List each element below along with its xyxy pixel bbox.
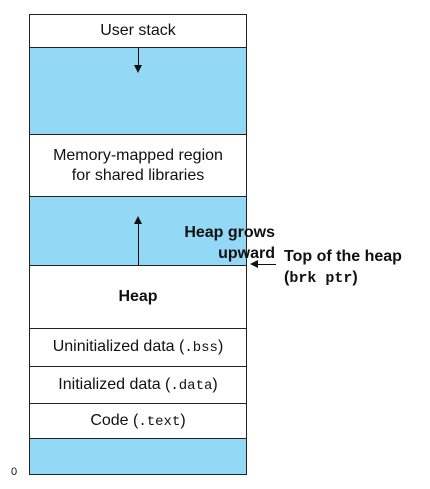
top-of-heap-label: Top of the heap (brk ptr) [284, 246, 402, 289]
data-label: Initialized data (.data) [58, 375, 218, 394]
segment-bottom-gap [30, 439, 246, 474]
memory-layout-diagram: User stack Memory-mapped region for shar… [29, 14, 275, 475]
stack-grows-down-arrow-icon [132, 48, 144, 73]
segment-bss: Uninitialized data (.bss) [30, 329, 246, 367]
brk-ptr-label: (brk ptr) [284, 269, 358, 287]
bss-label: Uninitialized data (.bss) [52, 338, 224, 356]
code-label: Code (.text) [90, 411, 186, 430]
heap-label: Heap [118, 288, 158, 305]
segment-heap: Heap [30, 266, 246, 329]
top-of-heap-arrow-icon [250, 258, 276, 270]
address-zero-label: 0 [11, 466, 18, 478]
heap-grows-label: Heap grows upward [140, 222, 275, 264]
shared-libraries-label-line2: for shared libraries [71, 166, 205, 184]
bss-code: .bss [184, 340, 218, 356]
brk-ptr-code: brk ptr [289, 270, 353, 287]
segment-user-stack: User stack [30, 15, 246, 48]
heap-grows-up-arrow-icon [132, 216, 144, 266]
shared-libraries-label-line1: Memory-mapped region [53, 146, 223, 164]
data-code: .data [170, 377, 213, 394]
text-code: .text [138, 413, 181, 430]
user-stack-label: User stack [100, 22, 176, 39]
heap-grows-line2: upward [218, 245, 275, 262]
heap-grows-line1: Heap grows [184, 224, 275, 241]
segment-shared-libraries: Memory-mapped region for shared librarie… [30, 135, 246, 197]
segment-code: Code (.text) [30, 404, 246, 439]
top-of-heap-title: Top of the heap [284, 248, 402, 265]
segment-data: Initialized data (.data) [30, 367, 246, 404]
